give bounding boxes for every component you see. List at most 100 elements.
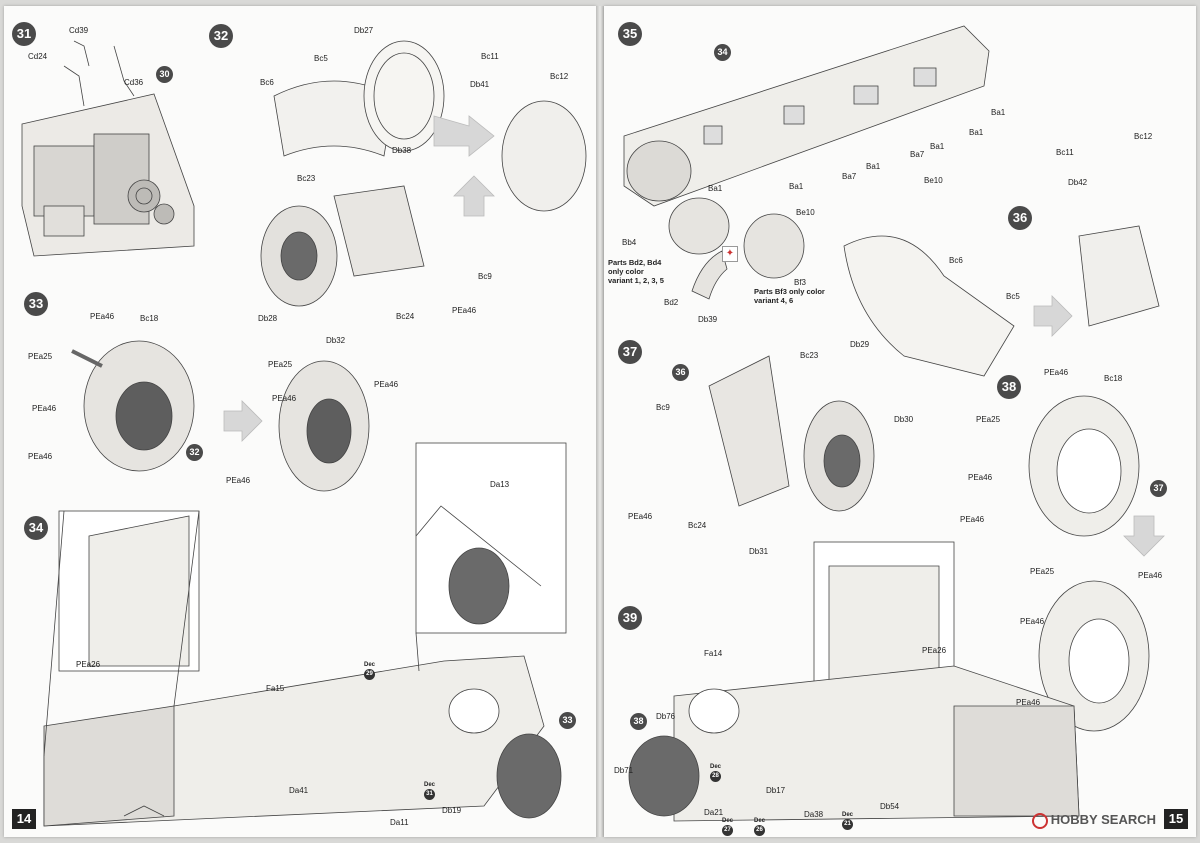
part-label: Bd2 (664, 298, 679, 307)
part-label: Db19 (442, 806, 462, 815)
part-label: Cd36 (124, 78, 144, 87)
page-number: 14 (12, 809, 36, 829)
ref-32-badge: 32 (186, 444, 203, 461)
part-label: Db29 (850, 340, 870, 349)
part-label: PEa25 (1030, 567, 1055, 576)
part-label: PEa46 (960, 515, 985, 524)
part-label: Db28 (258, 314, 278, 323)
part-label: Ba7 (842, 172, 857, 181)
ref-34-badge: 34 (714, 44, 731, 61)
part-label: PEa46 (272, 394, 297, 403)
part-label: PEa46 (1016, 698, 1041, 707)
part-label: Bf3 (794, 278, 807, 287)
part-label: Db27 (354, 26, 374, 35)
part-label: Da13 (490, 480, 510, 489)
part-label: PEa46 (452, 306, 477, 315)
step35-hull-drawing (623, 25, 990, 300)
part-label: PEa46 (1138, 571, 1163, 580)
part-label: Db30 (894, 415, 914, 424)
part-label: Bc11 (481, 52, 499, 61)
step36-drawing (843, 225, 1160, 377)
part-label: Ba1 (866, 162, 881, 171)
step-38-badge: 38 (997, 375, 1021, 399)
part-label: PEa26 (922, 646, 947, 655)
part-label: Db32 (326, 336, 346, 345)
part-label: Da11 (390, 818, 409, 827)
hull-side-drawing (43, 510, 562, 827)
page-number: 15 (1164, 809, 1188, 829)
part-label: PEa46 (1044, 368, 1069, 377)
part-label: Da21 (704, 808, 724, 817)
part-label: Fa14 (704, 649, 723, 658)
part-label: PEa46 (1020, 617, 1045, 626)
part-label: PEa46 (628, 512, 653, 521)
right-page: 35 36 37 38 39 34 36 37 38 Ba1 Ba1 Ba1 B… (604, 6, 1196, 837)
part-label: Ba7 (910, 150, 925, 159)
hobby-search-logo-icon (1031, 813, 1048, 829)
part-label: Db41 (470, 80, 490, 89)
part-label: Cd39 (69, 26, 89, 35)
part-label: Ba1 (991, 108, 1006, 117)
part-label: PEa25 (268, 360, 293, 369)
part-label: Be10 (924, 176, 943, 185)
step-31-badge: 31 (12, 22, 36, 46)
ref-37-badge: 37 (1150, 480, 1167, 497)
step-39-badge: 39 (618, 606, 642, 630)
part-label: Db76 (656, 712, 676, 721)
step-32-badge: 32 (209, 24, 233, 48)
part-label: Bc9 (656, 403, 670, 412)
part-label: PEa46 (226, 476, 251, 485)
ref-38-badge: 38 (630, 713, 647, 730)
part-label: Be10 (796, 208, 815, 217)
part-label: PEa25 (976, 415, 1001, 424)
part-label: Da41 (289, 786, 309, 795)
part-label: PEa46 (968, 473, 993, 482)
part-label: PEa46 (90, 312, 115, 321)
part-label: PEa25 (28, 352, 53, 361)
step33-drawing (71, 340, 370, 492)
step-36-badge: 36 (1008, 206, 1032, 230)
part-label: Bc23 (297, 174, 316, 183)
step-37-badge: 37 (618, 340, 642, 364)
step38-drawing (1028, 395, 1165, 732)
part-label: Bc5 (314, 54, 328, 63)
part-label: PEa26 (76, 660, 101, 669)
step-33-badge: 33 (24, 292, 48, 316)
part-label: Db31 (749, 547, 769, 556)
part-label: Bc18 (1104, 374, 1123, 383)
engine-bay-drawing (21, 40, 195, 257)
step39-drawing (628, 541, 1080, 822)
part-label: Db38 (392, 146, 412, 155)
part-label: Da38 (804, 810, 824, 819)
part-label: PEa46 (374, 380, 399, 389)
part-label: Cd24 (28, 52, 48, 61)
part-label: PEa46 (32, 404, 57, 413)
part-label: Bc12 (550, 72, 569, 81)
ref-33-badge: 33 (559, 712, 576, 729)
watermark: HOBBY SEARCH (1031, 812, 1156, 829)
part-label: Bc24 (396, 312, 415, 321)
right-page-illustrations (623, 25, 1165, 822)
part-label: Db17 (766, 786, 786, 795)
part-label: Fa15 (266, 684, 285, 693)
step32-drawing (260, 40, 587, 307)
step-35-badge: 35 (618, 22, 642, 46)
part-label: Bc6 (949, 256, 963, 265)
part-label: PEa46 (28, 452, 53, 461)
ref-36-badge: 36 (672, 364, 689, 381)
part-label: Bb4 (622, 238, 637, 247)
left-page: 31 32 33 34 30 32 33 Cd39 Cd24 Cd36 Db27… (4, 6, 596, 837)
part-label: Bc11 (1056, 148, 1074, 157)
part-label: Bc23 (800, 351, 819, 360)
part-label: Ba1 (708, 184, 723, 193)
ref-30-badge: 30 (156, 66, 173, 83)
color-variant-icon: ✦ (722, 246, 738, 262)
